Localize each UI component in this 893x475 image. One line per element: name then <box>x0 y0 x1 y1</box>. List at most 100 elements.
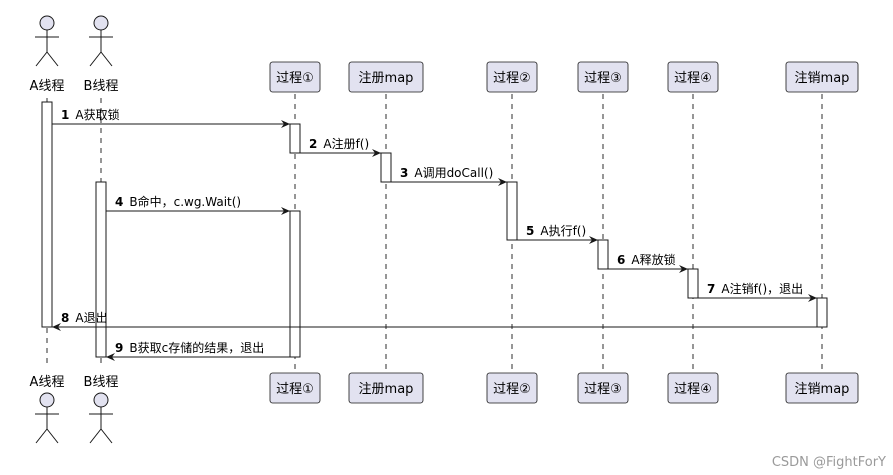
actor-body-icon <box>35 30 59 67</box>
arrowhead-icon <box>679 265 688 273</box>
actor-head-icon <box>93 392 109 408</box>
message-7: 7 A注销f()，退出 <box>698 281 817 302</box>
message-label: 3 A调用doCall() <box>400 166 493 180</box>
message-text: A注销f()，退出 <box>721 281 803 296</box>
participant-p2-bottom: 过程② <box>486 372 538 404</box>
arrowhead-icon <box>52 323 61 331</box>
participant-p1-bottom: 过程① <box>269 372 321 404</box>
activation-p1-3 <box>289 210 301 358</box>
participant-box <box>667 61 719 93</box>
participant-box <box>785 372 859 404</box>
participant-box <box>348 372 424 404</box>
participant-label: 注销map <box>795 382 850 397</box>
arrowhead-icon <box>498 178 507 186</box>
message-label: 7 A注销f()，退出 <box>707 281 803 296</box>
message-number: 3 <box>400 166 408 180</box>
message-3: 3 A调用doCall() <box>391 166 507 186</box>
actor-body-icon <box>35 407 59 444</box>
participant-p3-bottom: 过程③ <box>577 372 629 404</box>
actor-body-icon <box>89 407 113 444</box>
actor-head-icon <box>39 15 55 31</box>
message-label: 6 A释放锁 <box>617 252 676 267</box>
activation-unreg-8 <box>816 297 828 328</box>
participant-label: B线程 <box>84 79 119 94</box>
participant-label: 注册map <box>359 71 414 86</box>
participant-box <box>577 372 629 404</box>
activation-reg-4 <box>380 152 392 183</box>
participant-box <box>486 61 538 93</box>
participant-reg-bottom: 注册map <box>348 372 424 404</box>
arrowhead-icon <box>372 149 381 157</box>
actor-head-icon <box>93 15 109 31</box>
participant-label: 过程④ <box>674 382 712 397</box>
participant-box <box>667 372 719 404</box>
actor-b-bottom: B线程 <box>84 375 119 444</box>
participant-p3-top: 过程③ <box>577 61 629 93</box>
activation-p3-6 <box>597 239 609 270</box>
participant-label: 过程③ <box>584 71 622 86</box>
participant-box <box>348 61 424 93</box>
participant-unreg-bottom: 注销map <box>785 372 859 404</box>
message-number: 1 <box>61 108 69 122</box>
message-6: 6 A释放锁 <box>608 252 688 273</box>
arrowhead-icon <box>106 353 115 361</box>
arrowhead-icon <box>808 294 817 302</box>
actor-a-top: A线程 <box>30 15 65 94</box>
message-1: 1 A获取锁 <box>52 107 290 128</box>
watermark: CSDN @FightForY <box>772 455 886 470</box>
actor-a-bottom: A线程 <box>30 375 64 444</box>
participant-reg-top: 注册map <box>348 61 424 93</box>
participant-label: 过程① <box>276 71 314 86</box>
message-text: B命中，c.wg.Wait() <box>129 194 241 209</box>
message-number: 4 <box>115 195 123 209</box>
message-label: 9 B获取c存储的结果，退出 <box>115 340 264 355</box>
message-text: A退出 <box>75 311 107 325</box>
participant-label: 注册map <box>359 382 414 397</box>
actor-head-icon <box>39 392 55 408</box>
message-label: 1 A获取锁 <box>61 107 120 122</box>
participant-box <box>577 61 629 93</box>
arrowhead-icon <box>281 207 290 215</box>
participant-p2-top: 过程② <box>486 61 538 93</box>
message-text: A调用doCall() <box>414 166 493 180</box>
message-9: 9 B获取c存储的结果，退出 <box>106 340 290 361</box>
participant-p4-top: 过程④ <box>667 61 719 93</box>
message-text: A执行f() <box>540 224 586 238</box>
actor-body-icon <box>89 30 113 67</box>
message-number: 6 <box>617 253 625 267</box>
participant-p4-bottom: 过程④ <box>667 372 719 404</box>
message-text: A获取锁 <box>75 107 119 122</box>
activation-p1-2 <box>289 123 301 154</box>
participant-p1-top: 过程① <box>269 61 321 93</box>
message-number: 5 <box>526 224 534 238</box>
participant-label: 过程② <box>493 382 531 397</box>
message-4: 4 B命中，c.wg.Wait() <box>106 194 290 215</box>
activation-a-0 <box>41 101 53 328</box>
message-number: 8 <box>61 311 69 325</box>
message-label: 4 B命中，c.wg.Wait() <box>115 194 241 209</box>
participant-box <box>269 61 321 93</box>
participant-box <box>785 61 859 93</box>
participant-label: 过程③ <box>584 382 622 397</box>
arrowhead-icon <box>589 236 598 244</box>
participant-label: 注销map <box>795 71 850 86</box>
arrowhead-icon <box>281 120 290 128</box>
participant-box <box>486 372 538 404</box>
message-number: 7 <box>707 282 715 296</box>
activation-b-1 <box>95 181 107 358</box>
participant-label: A线程 <box>30 79 65 94</box>
actor-b-top: B线程 <box>84 15 119 94</box>
activation-p2-5 <box>506 181 518 241</box>
message-label: 8 A退出 <box>61 311 108 325</box>
message-text: B获取c存储的结果，退出 <box>129 340 264 355</box>
message-number: 9 <box>115 341 123 355</box>
participant-label: B线程 <box>84 375 119 390</box>
message-text: A释放锁 <box>631 252 675 267</box>
activation-p4-7 <box>687 268 699 299</box>
message-number: 2 <box>309 137 317 151</box>
participant-label: 过程④ <box>674 71 712 86</box>
participant-unreg-top: 注销map <box>785 61 859 93</box>
message-8: 8 A退出 <box>52 311 817 331</box>
